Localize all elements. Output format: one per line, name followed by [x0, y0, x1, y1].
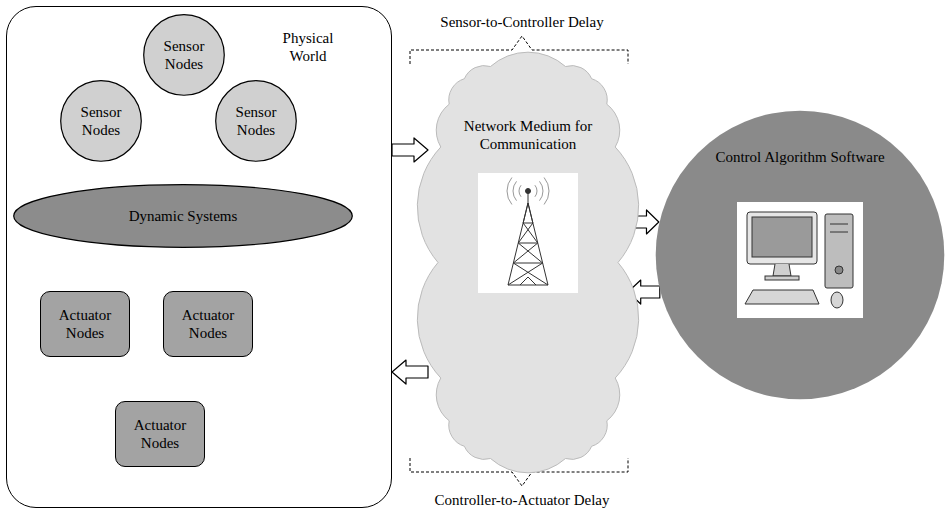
sensor-node-circle: Sensor Nodes	[143, 14, 225, 96]
delay-label-wrap: Controller-to-Actuator Delay	[434, 492, 609, 509]
dynamic-systems-ellipse: Dynamic Systems	[13, 184, 353, 248]
node-label: Control Algorithm Software	[715, 148, 884, 166]
actuator-node-box: Actuator Nodes	[115, 401, 205, 467]
delay-label: Controller-to-Actuator Delay	[434, 492, 609, 509]
sensor-node-circle: Sensor Nodes	[215, 80, 297, 162]
controller-circle: Control Algorithm Software	[655, 110, 945, 400]
sensor-node-circle: Sensor Nodes	[60, 80, 142, 162]
icon-frame	[478, 173, 578, 293]
node-label: Actuator Nodes	[173, 306, 243, 342]
actuator-node-box: Actuator Nodes	[163, 291, 253, 357]
icon-frame	[737, 202, 863, 318]
physical-world-panel: Physical WorldSensor NodesSensor NodesSe…	[6, 6, 392, 508]
node-label: Physical World	[273, 29, 343, 65]
node-label: Sensor Nodes	[154, 37, 214, 73]
network-cloud-outline	[428, 55, 628, 470]
computer-icon	[745, 212, 853, 308]
node-label: Sensor Nodes	[71, 103, 131, 139]
delay-label-wrap: Sensor-to-Controller Delay	[440, 14, 603, 31]
node-label: Dynamic Systems	[129, 207, 238, 225]
radio-tower-icon	[507, 178, 549, 285]
sensor-node-circle-outline	[215, 80, 297, 162]
network-cloud: Network Medium for Communication	[428, 55, 628, 470]
node-label: Network Medium for Communication	[443, 117, 613, 153]
delay-label: Sensor-to-Controller Delay	[440, 14, 603, 31]
block-arrow	[392, 138, 428, 162]
actuator-node-box: Actuator Nodes	[40, 291, 130, 357]
sensor-node-circle-outline	[143, 14, 225, 96]
block-arrow	[392, 360, 428, 384]
sensor-node-circle-outline	[60, 80, 142, 162]
node-label: Actuator Nodes	[125, 416, 195, 452]
node-label: Sensor Nodes	[226, 103, 286, 139]
node-label: Actuator Nodes	[50, 306, 120, 342]
